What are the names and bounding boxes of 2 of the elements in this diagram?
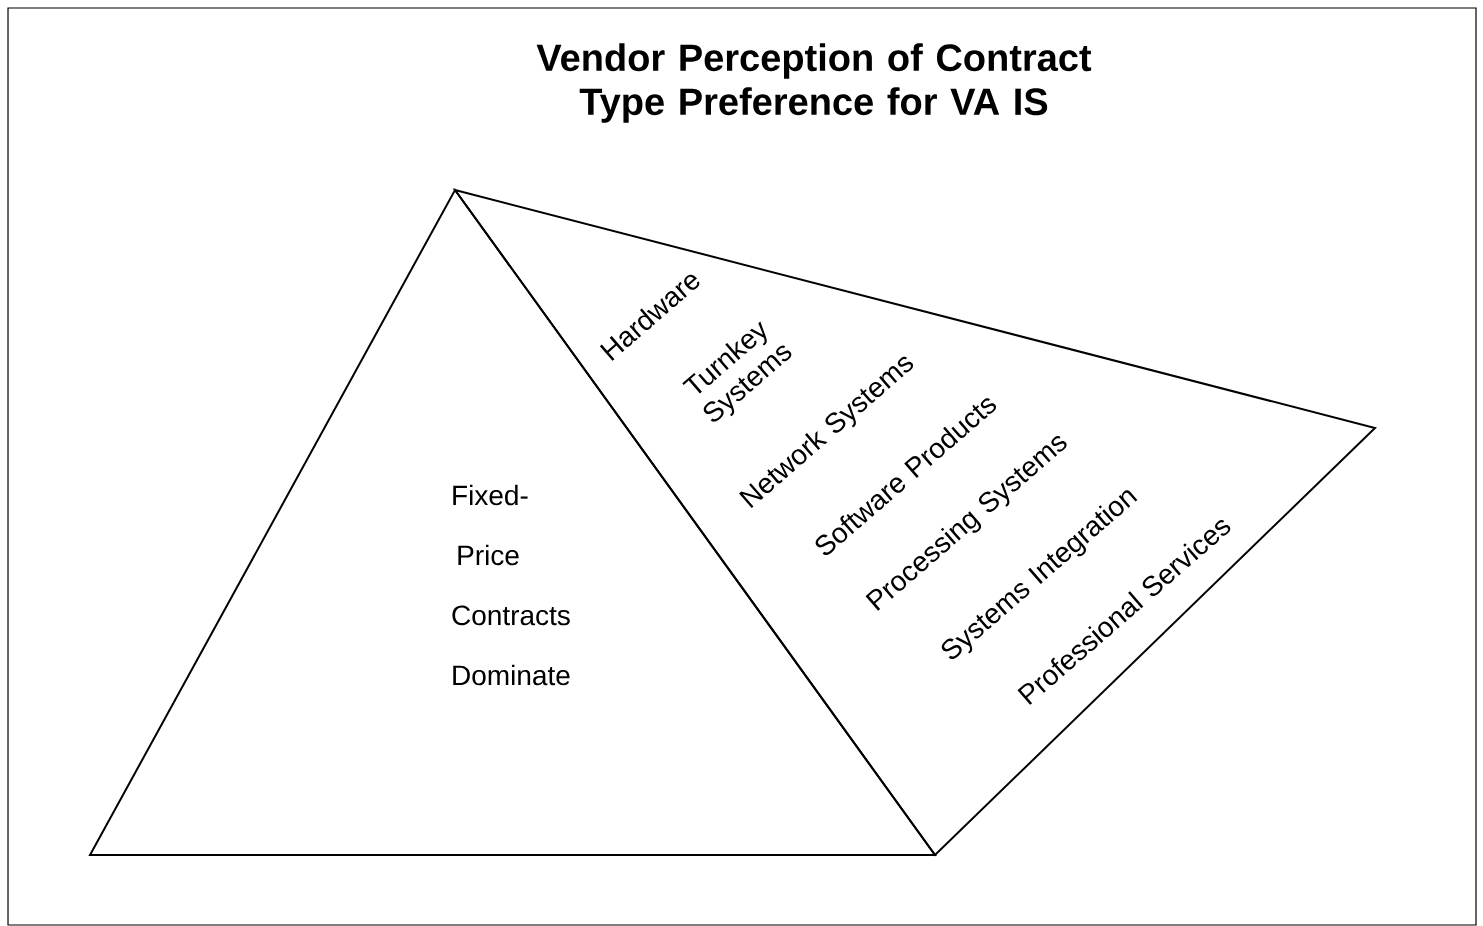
title: Vendor Perception of Contract Type Preference for VA IS: [536, 43, 1092, 123]
node-label: Fixed-Price Contracts Dominate: [452, 484, 570, 686]
